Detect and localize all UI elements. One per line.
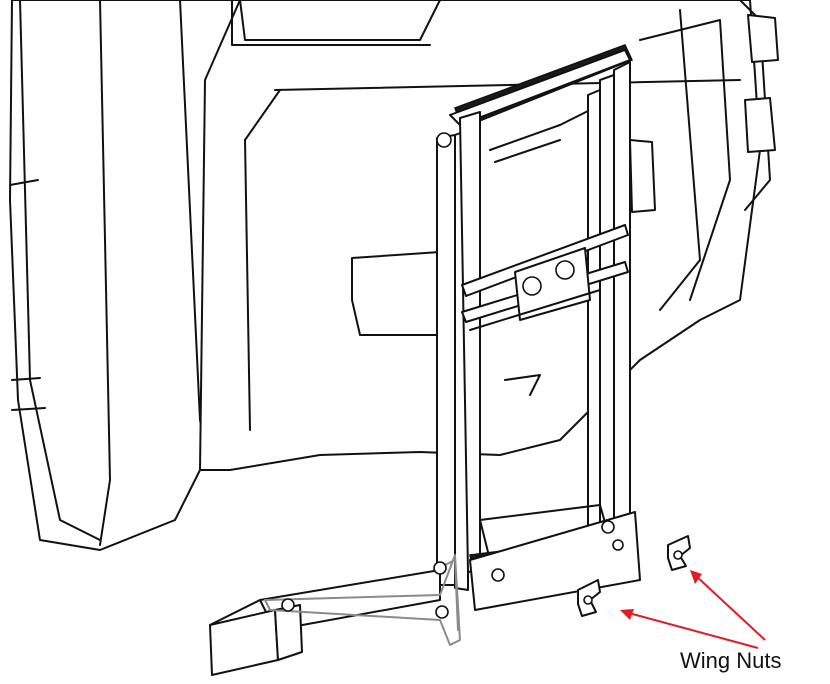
wing-nuts-label: Wing Nuts <box>680 648 782 673</box>
upright-frame <box>436 44 634 591</box>
wing-nut-right <box>667 535 691 571</box>
equipment-body <box>9 0 241 551</box>
grey-bracket <box>264 554 461 646</box>
equipment-housing <box>199 0 779 471</box>
callout-arrows <box>620 570 766 649</box>
base-arm <box>209 569 441 676</box>
mounting-plate <box>469 511 641 611</box>
wing-nut-left <box>577 579 601 617</box>
